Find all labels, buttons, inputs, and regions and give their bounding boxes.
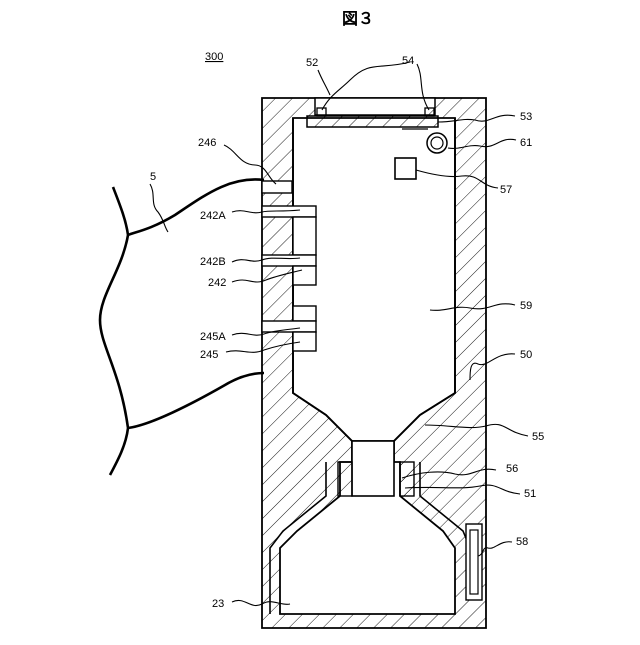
window-58-inner xyxy=(470,530,478,594)
block-245-upper xyxy=(293,306,316,321)
seal-54-left xyxy=(317,108,326,116)
label-57: 57 xyxy=(500,184,512,196)
label-245A: 245A xyxy=(200,331,226,343)
passage-56 xyxy=(352,441,394,496)
valve-51-right xyxy=(400,462,414,496)
label-54: 54 xyxy=(402,55,414,67)
lid-52 xyxy=(315,98,435,115)
valve-51-left xyxy=(338,462,352,496)
sensor-57 xyxy=(395,158,416,179)
block-245 xyxy=(293,332,316,351)
coupler-246 xyxy=(262,181,292,193)
leader-52 xyxy=(318,70,330,95)
label-51: 51 xyxy=(524,488,536,500)
label-59: 59 xyxy=(520,300,532,312)
label-56: 56 xyxy=(506,463,518,475)
figure-title: 図３ xyxy=(342,10,374,28)
coupler-242B xyxy=(262,255,316,266)
label-58: 58 xyxy=(516,536,528,548)
label-23: 23 xyxy=(212,598,224,610)
coupler-245A xyxy=(262,321,316,332)
label-55: 55 xyxy=(532,431,544,443)
label-61: 61 xyxy=(520,137,532,149)
chamber-59 xyxy=(293,118,455,441)
label-242B: 242B xyxy=(200,256,226,268)
plate-53 xyxy=(307,116,438,127)
hinge-61-inner xyxy=(431,137,443,149)
seal-54-right xyxy=(425,108,434,116)
housing-50 xyxy=(262,98,486,628)
label-53: 53 xyxy=(520,111,532,123)
block-242-lower xyxy=(293,266,316,285)
body-5 xyxy=(100,179,264,475)
label-246: 246 xyxy=(198,137,216,149)
label-52: 52 xyxy=(306,57,318,69)
label-245: 245 xyxy=(200,349,218,361)
block-242 xyxy=(293,217,316,255)
label-5: 5 xyxy=(150,171,156,183)
figure-ref-number: 300 xyxy=(205,51,223,63)
leader-23 xyxy=(232,600,290,605)
label-242: 242 xyxy=(208,277,226,289)
label-50: 50 xyxy=(520,349,532,361)
label-242A: 242A xyxy=(200,210,226,222)
